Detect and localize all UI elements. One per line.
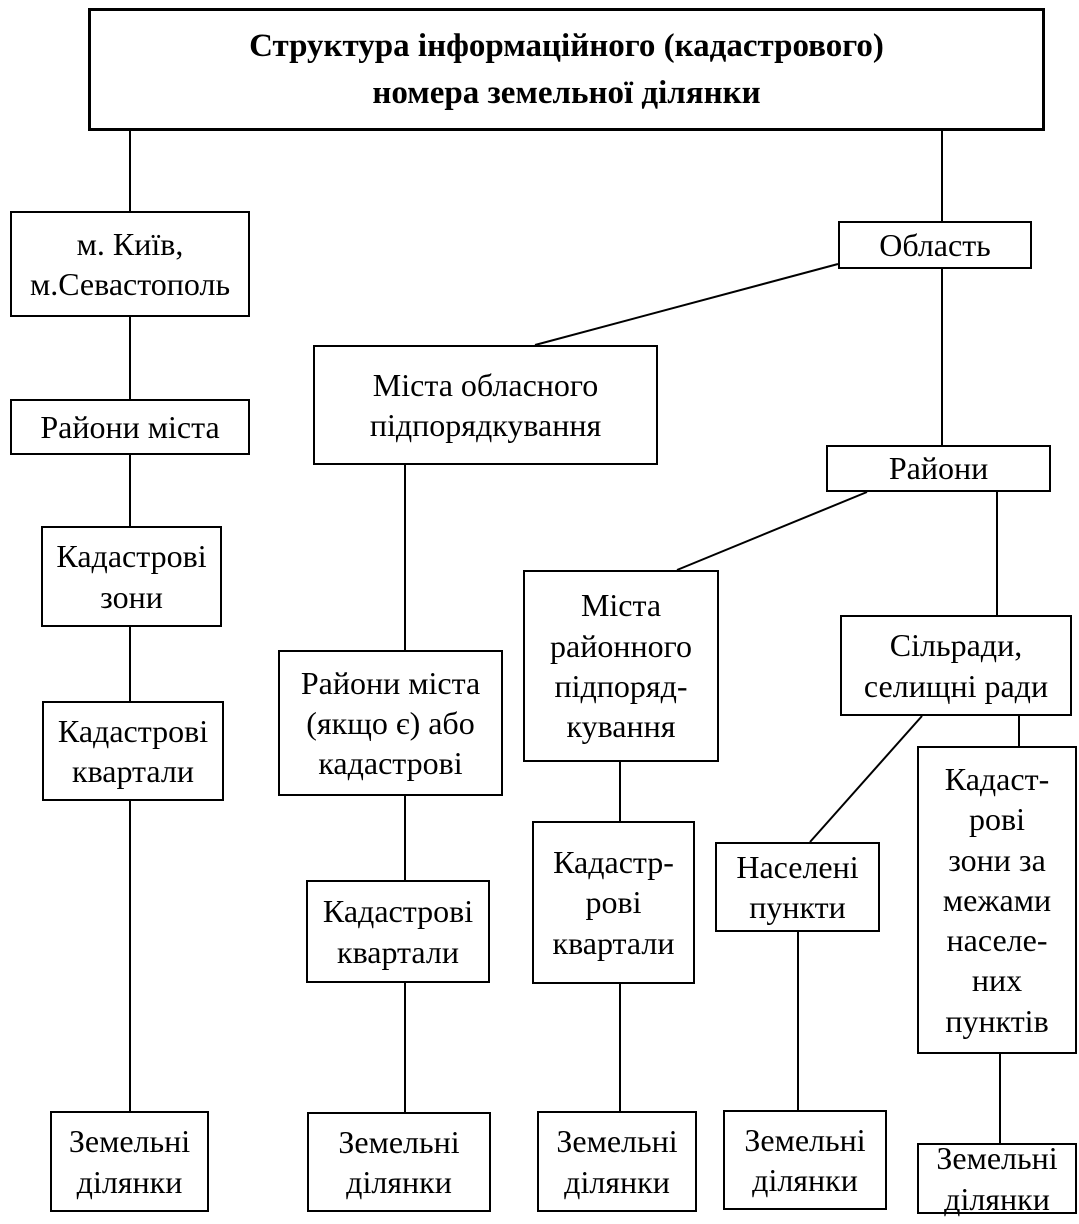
node-land-plots-5: Земельні ділянки xyxy=(917,1140,1077,1217)
connector-districts-districtcities xyxy=(676,491,868,571)
diagram-title: Структура інформаційного (кадастрового) … xyxy=(88,8,1045,131)
node-land-plots-1: Земельні ділянки xyxy=(50,1111,209,1212)
node-cadastral-zones: Кадастрові зони xyxy=(41,526,222,627)
node-land-plots-3: Земельні ділянки xyxy=(537,1111,697,1212)
node-oblast-cities: Міста обласного підпорядкування xyxy=(313,345,658,465)
node-village-councils: Сільради, селищні ради xyxy=(840,615,1072,716)
node-districts: Райони xyxy=(826,445,1051,492)
node-land-plots-4: Земельні ділянки xyxy=(723,1110,887,1210)
node-cadastral-zones-outside-settlements: Кадаст- рові зони за межами населе- них … xyxy=(917,746,1077,1054)
node-city-districts: Райони міста xyxy=(10,399,250,455)
node-district-cities: Міста районного підпоряд- кування xyxy=(523,570,719,762)
node-settlements: Населені пункти xyxy=(715,842,880,932)
node-city-districts-or-cadastral: Райони міста (якщо є) або кадастрові xyxy=(278,650,503,796)
connector-oblast-cities xyxy=(534,263,839,346)
node-cadastral-quarters-1: Кадастрові квартали xyxy=(42,701,224,801)
node-land-plots-2: Земельні ділянки xyxy=(307,1112,491,1212)
connector-councils-settlements xyxy=(809,715,923,843)
node-oblast: Область xyxy=(838,221,1032,269)
node-kyiv-sevastopol: м. Київ, м.Севастополь xyxy=(10,211,250,317)
node-cadastral-quarters-2: Кадастрові квартали xyxy=(306,880,490,983)
node-cadastral-quarters-3: Кадастр- рові квартали xyxy=(532,821,695,984)
